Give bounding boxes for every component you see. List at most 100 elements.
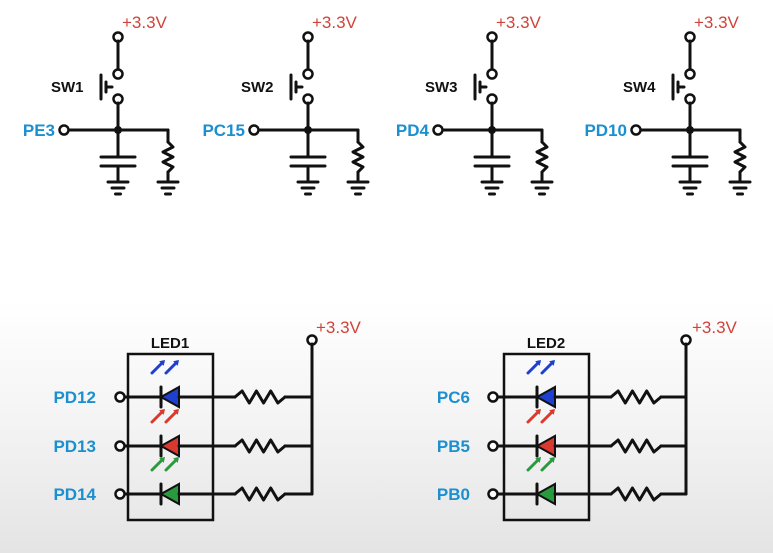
- arrow-shaft: [540, 409, 555, 424]
- arrowhead: [159, 457, 165, 463]
- led-blue-diode: [158, 385, 180, 409]
- switch-label: SW1: [51, 79, 84, 96]
- arrowhead: [173, 360, 179, 366]
- port-label: PD10: [584, 121, 627, 140]
- ground-symbol: [480, 180, 504, 196]
- led-channel-blue: PD12: [53, 360, 314, 409]
- arrow-shaft: [164, 360, 179, 375]
- supply-label: +3.3V: [692, 318, 738, 337]
- arrow-shaft: [540, 457, 555, 472]
- resistor: [351, 140, 365, 174]
- led-green-diode: [534, 482, 556, 506]
- port-terminal: [248, 124, 260, 136]
- port-label: PD12: [53, 388, 96, 407]
- arrowhead: [549, 360, 555, 366]
- arrow-shaft: [526, 360, 541, 375]
- switch-label: SW4: [623, 79, 656, 96]
- resistor: [733, 140, 747, 174]
- arrowhead: [549, 457, 555, 463]
- arrow-shaft: [150, 409, 165, 424]
- light-emission-arrows: [150, 457, 179, 472]
- port-label: PD4: [396, 121, 430, 140]
- led-channel-blue: PC6: [437, 360, 688, 409]
- port-terminal: [114, 391, 126, 403]
- led-red-diode: [534, 434, 556, 458]
- port-terminal: [114, 488, 126, 500]
- arrowhead: [535, 409, 541, 415]
- led-red-diode: [158, 434, 180, 458]
- led-channel-green: PD14: [53, 457, 314, 506]
- arrowhead: [535, 360, 541, 366]
- resistor: [161, 140, 175, 174]
- supply-label: +3.3V: [316, 318, 362, 337]
- port-label: PD14: [53, 485, 96, 504]
- switch-label: SW2: [241, 79, 274, 96]
- light-emission-arrows: [526, 409, 555, 424]
- switch-circuits: +3.3VSW1PE3+3.3VSW2PC15+3.3VSW3PD4+3.3VS…: [23, 13, 752, 196]
- ground-symbol: [346, 180, 370, 196]
- ground-symbol: [530, 180, 554, 196]
- port-terminal: [432, 124, 444, 136]
- resistor: [233, 389, 287, 405]
- light-emission-arrows: [150, 360, 179, 375]
- led-package-label: LED1: [151, 335, 189, 352]
- port-label: PB5: [437, 437, 470, 456]
- port-terminal: [487, 488, 499, 500]
- light-emission-arrows: [150, 409, 179, 424]
- light-emission-arrows: [526, 360, 555, 375]
- switch-contact: [684, 68, 696, 80]
- port-label: PD13: [53, 437, 96, 456]
- arrow-shaft: [540, 360, 555, 375]
- arrow-shaft: [526, 457, 541, 472]
- led-green-diode: [158, 482, 180, 506]
- ground-symbol: [296, 180, 320, 196]
- resistor: [233, 486, 287, 502]
- port-label: PE3: [23, 121, 55, 140]
- arrow-shaft: [526, 409, 541, 424]
- switch-contact: [486, 68, 498, 80]
- switch-contact: [302, 68, 314, 80]
- led-package-box: [126, 352, 215, 522]
- supply-label: +3.3V: [694, 13, 740, 32]
- led-package-label: LED2: [527, 335, 565, 352]
- switch-label: SW3: [425, 79, 458, 96]
- arrowhead: [549, 409, 555, 415]
- arrow-shaft: [150, 360, 165, 375]
- port-terminal: [58, 124, 70, 136]
- port-label: PB0: [437, 485, 470, 504]
- arrowhead: [173, 457, 179, 463]
- arrowhead: [173, 409, 179, 415]
- port-terminal: [630, 124, 642, 136]
- arrow-shaft: [150, 457, 165, 472]
- resistor: [233, 438, 287, 454]
- port-label: PC6: [437, 388, 470, 407]
- resistor: [609, 486, 663, 502]
- supply-label: +3.3V: [312, 13, 358, 32]
- resistor: [535, 140, 549, 174]
- port-terminal: [487, 440, 499, 452]
- arrow-shaft: [164, 457, 179, 472]
- led-blue-diode: [534, 385, 556, 409]
- led-channel-red: PB5: [437, 409, 688, 458]
- ground-symbol: [156, 180, 180, 196]
- port-terminal: [114, 440, 126, 452]
- arrowhead: [535, 457, 541, 463]
- ground-symbol: [728, 180, 752, 196]
- resistor: [609, 389, 663, 405]
- port-terminal: [487, 391, 499, 403]
- supply-label: +3.3V: [496, 13, 542, 32]
- switch-contact: [112, 68, 124, 80]
- arrowhead: [159, 409, 165, 415]
- port-label: PC15: [202, 121, 245, 140]
- led-package-box: [502, 352, 591, 522]
- resistor: [609, 438, 663, 454]
- light-emission-arrows: [526, 457, 555, 472]
- led-channel-red: PD13: [53, 409, 314, 458]
